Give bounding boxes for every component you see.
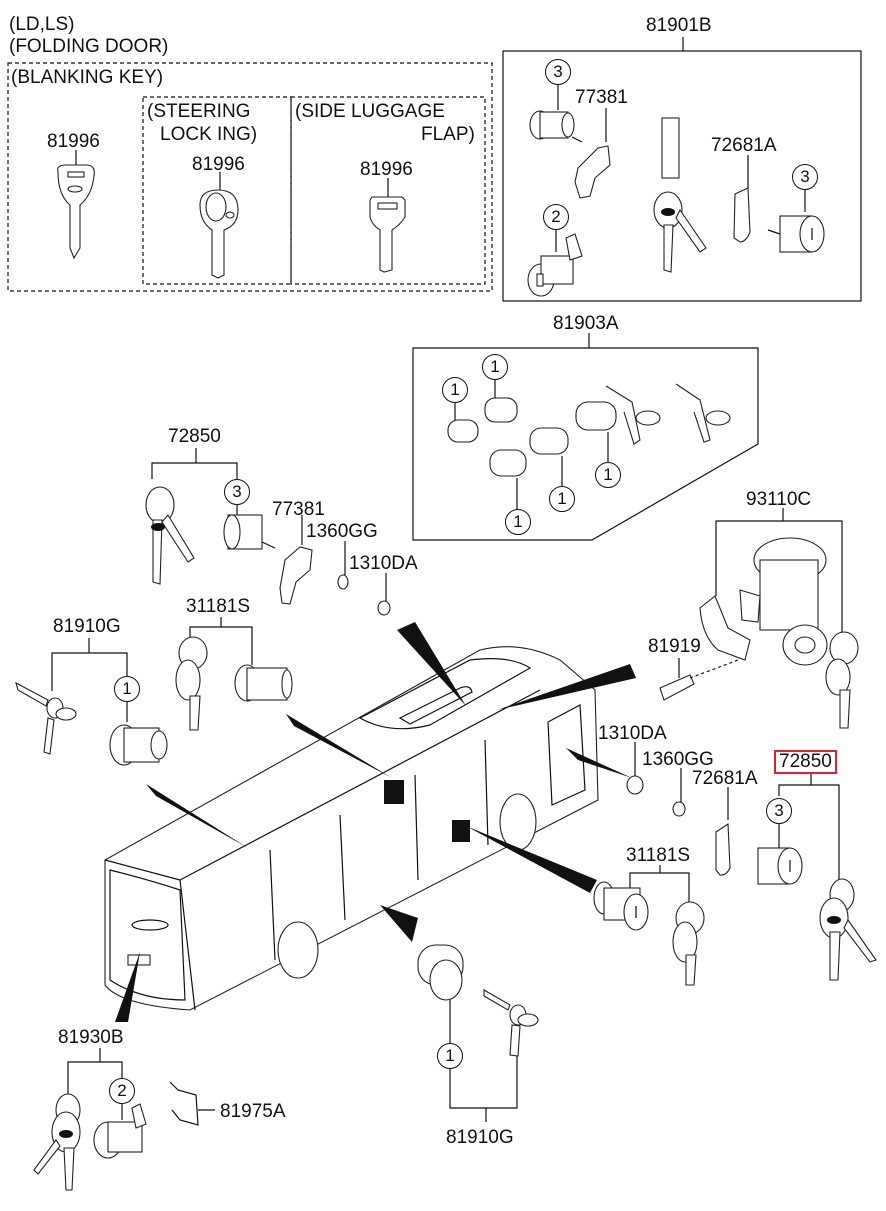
part-81996-steering-key-label[interactable]: 81996 [192, 154, 245, 175]
key-tag-icon [733, 155, 751, 243]
lock-cylinder-icon [767, 187, 825, 253]
part-81903a-label[interactable]: 81903A [553, 313, 619, 334]
lock-cylinder-icon [417, 944, 464, 1001]
callout-1: 1 [505, 509, 531, 535]
callout-3: 3 [766, 798, 792, 824]
kit-81901b-box [502, 50, 862, 302]
kit-81903a-box [412, 347, 759, 541]
part-31181s-top-label[interactable]: 31181S [186, 596, 251, 617]
key-pair-icon [483, 989, 539, 1057]
nut-icon [377, 573, 391, 616]
ignition-switch-icon [699, 537, 828, 666]
key-pair-icon [15, 681, 77, 755]
part-72850-right-label-highlighted[interactable]: 72850 [774, 750, 837, 774]
callout-3: 3 [792, 164, 818, 190]
part-31181s-right-label[interactable]: 31181S [626, 845, 691, 866]
lock-cylinder-icon [93, 1102, 147, 1159]
part-81910g-bottom-label[interactable]: 81910G [446, 1127, 514, 1148]
blanking-key-header: (BLANKING KEY) [11, 67, 164, 88]
part-1360gg-right-label[interactable]: 1360GG [642, 749, 714, 770]
key-set-icon [653, 117, 707, 273]
steering-locking-header-2: LOCK ING) [160, 124, 258, 145]
callout-2: 2 [543, 204, 569, 230]
side-luggage-header-2: FLAP) [421, 124, 475, 145]
callout-1: 1 [437, 1043, 463, 1069]
part-1310da-top-label[interactable]: 1310DA [349, 553, 418, 574]
folding-door-header: (FOLDING DOOR) [9, 36, 169, 57]
nut-icon [626, 742, 644, 795]
part-72850-top-label[interactable]: 72850 [168, 426, 221, 447]
lock-cylinder-icon [593, 881, 649, 931]
cam-bracket-icon [279, 515, 313, 605]
part-72681a-kit-label[interactable]: 72681A [711, 135, 777, 156]
washer-icon [337, 541, 349, 590]
lock-cylinders-set-icon [447, 380, 731, 510]
ignition-key-icon [825, 631, 859, 729]
key-tag-icon [715, 787, 731, 876]
key-pair-icon [33, 1093, 81, 1191]
part-93110c-label[interactable]: 93110C [746, 489, 812, 510]
callout-1: 1 [482, 354, 508, 380]
part-81930b-label[interactable]: 81930B [58, 1027, 124, 1048]
flap-key-icon [369, 178, 406, 273]
screw-bolt-icon [659, 658, 739, 701]
callout-1: 1 [442, 377, 468, 403]
steering-key-icon [199, 172, 239, 279]
blanking-key-box [7, 62, 493, 292]
part-81975a-label[interactable]: 81975A [220, 1101, 286, 1122]
clip-icon [169, 1081, 215, 1126]
callout-1: 1 [549, 486, 575, 512]
lock-cylinder-icon [529, 83, 583, 143]
blank-key-icon [57, 150, 95, 260]
part-77381-kit-label[interactable]: 77381 [575, 87, 628, 108]
part-1360gg-top-label[interactable]: 1360GG [306, 521, 378, 542]
part-81901b-label[interactable]: 81901B [646, 15, 712, 36]
part-81919-label[interactable]: 81919 [648, 636, 701, 657]
steering-locking-header-1: (STEERING [147, 101, 251, 122]
lock-cylinder-icon [234, 664, 293, 702]
key-pair-icon [175, 636, 208, 731]
key-pair-icon [145, 486, 195, 585]
part-77381-label[interactable]: 77381 [272, 499, 325, 520]
lock-cylinder-icon [109, 700, 168, 766]
callout-3: 3 [224, 479, 250, 505]
variant-header: (LD,LS) [9, 14, 75, 35]
part-81910g-left-label[interactable]: 81910G [53, 616, 121, 637]
leader-arrows [115, 622, 636, 1022]
lock-cylinder-icon [527, 228, 583, 297]
part-72681a-right-label[interactable]: 72681A [692, 768, 758, 789]
lock-cylinder-icon [757, 822, 803, 885]
washer-icon [672, 768, 686, 817]
part-1310da-right-label[interactable]: 1310DA [598, 723, 667, 744]
side-luggage-header-1: (SIDE LUGGAGE [295, 101, 445, 122]
key-pair-icon [819, 878, 877, 981]
key-pair-icon [672, 901, 705, 986]
callout-1: 1 [595, 462, 621, 488]
part-81996-blank-key-label[interactable]: 81996 [47, 131, 100, 152]
part-81996-flap-key-label[interactable]: 81996 [360, 159, 413, 180]
cam-bracket-icon [574, 108, 611, 199]
side-luggage-box [290, 96, 486, 285]
callout-3: 3 [545, 59, 571, 85]
bus-illustration [104, 646, 599, 1011]
callout-2: 2 [109, 1078, 135, 1104]
callout-1: 1 [114, 676, 140, 702]
lock-cylinder-icon [223, 505, 276, 550]
